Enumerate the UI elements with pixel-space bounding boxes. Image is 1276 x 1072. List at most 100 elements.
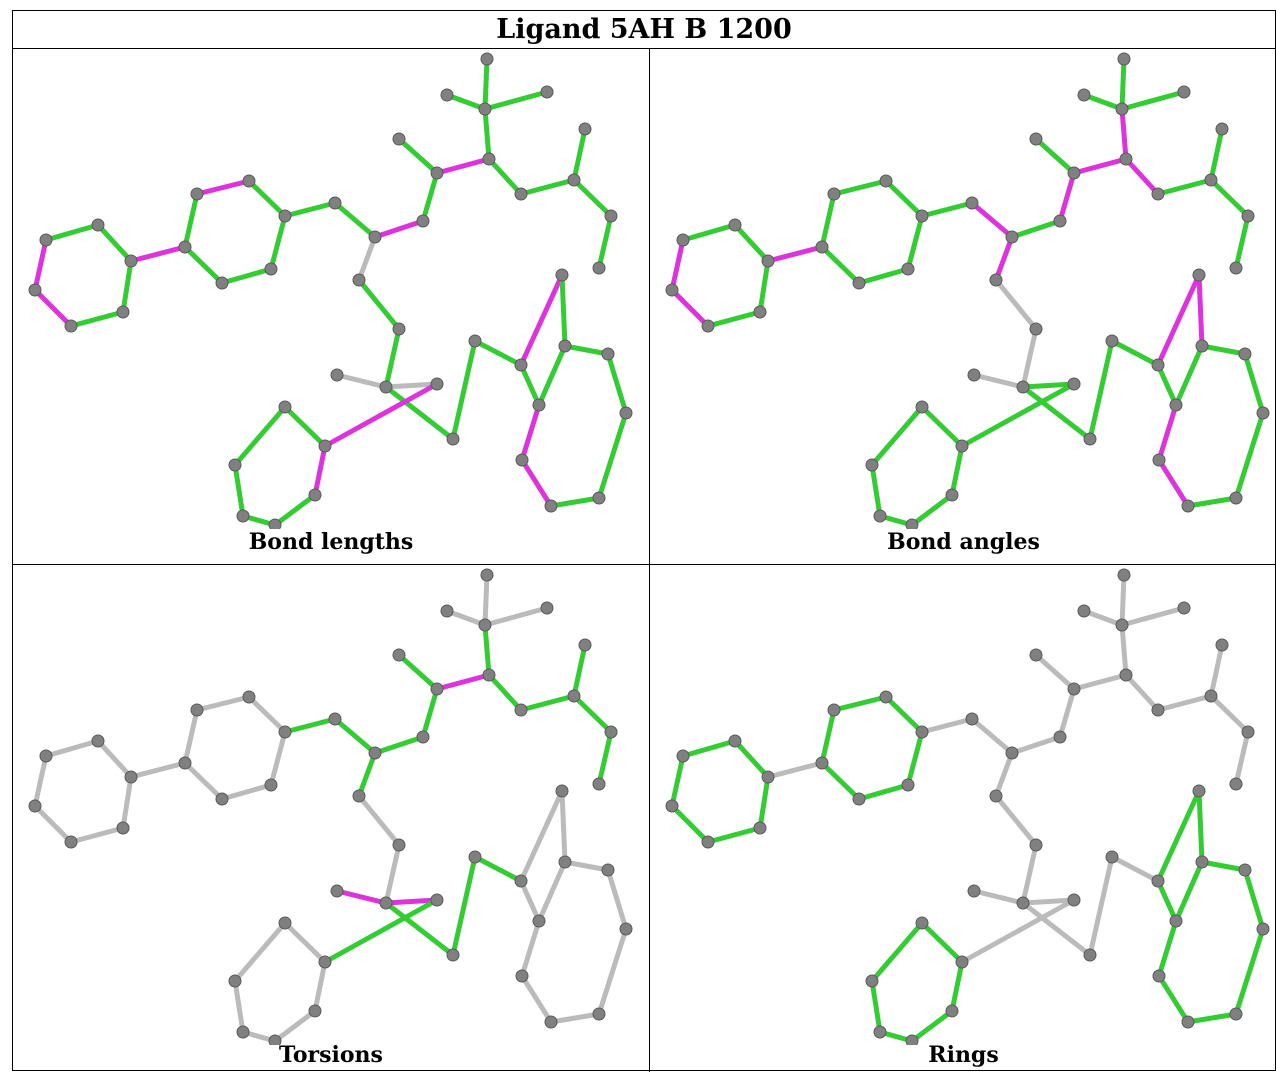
bond (482, 56, 490, 112)
atom (1115, 102, 1129, 116)
bond (909, 492, 955, 528)
atom (1151, 358, 1165, 372)
atom (827, 703, 841, 717)
atom (368, 230, 382, 244)
atom (330, 884, 344, 898)
bond (1208, 126, 1225, 183)
atom (1067, 893, 1081, 907)
bond (95, 222, 134, 264)
bond (246, 178, 288, 219)
atom (1195, 339, 1209, 353)
bond (757, 258, 771, 315)
atom (1117, 568, 1131, 582)
atom (328, 712, 342, 726)
caption-torsions: Torsions (279, 1042, 383, 1068)
atom (540, 601, 554, 615)
bond (1155, 177, 1214, 197)
bond (219, 266, 274, 286)
atom (352, 789, 366, 803)
bond (1081, 608, 1125, 628)
atom (39, 749, 53, 763)
atom (379, 380, 393, 394)
atom (865, 974, 879, 988)
bond (869, 462, 883, 519)
bond (128, 760, 188, 780)
bond (268, 729, 288, 788)
molecule-diagram-torsions (28, 568, 633, 1045)
bond (1156, 918, 1179, 979)
bond (518, 788, 565, 884)
atom (124, 770, 138, 784)
bond (1009, 218, 1063, 240)
bond (705, 825, 763, 845)
atom (416, 730, 430, 744)
atom (578, 638, 592, 652)
bond (334, 888, 389, 906)
bond (1208, 177, 1251, 219)
atom (1229, 777, 1243, 791)
atom (1169, 398, 1183, 412)
atom (901, 262, 915, 276)
atom (430, 682, 444, 696)
bond (95, 738, 134, 780)
atom (1083, 948, 1097, 962)
bond (1155, 272, 1202, 368)
atom (1238, 863, 1252, 877)
bond (182, 707, 200, 766)
atom (592, 261, 606, 275)
panel-divider-vertical (649, 49, 650, 1072)
atom (1177, 601, 1191, 615)
bond (1156, 973, 1191, 1025)
atom (915, 916, 929, 930)
bond (732, 222, 771, 264)
bond (396, 652, 440, 692)
atom (228, 458, 242, 472)
bond (1233, 926, 1266, 1017)
bond (519, 973, 554, 1025)
bond (993, 277, 1039, 332)
atom (967, 368, 981, 382)
bond (949, 959, 965, 1014)
atom (242, 690, 256, 704)
panel-torsions: Torsions (13, 565, 649, 1072)
bond (571, 642, 588, 699)
bond (383, 897, 440, 906)
bond (1242, 351, 1266, 416)
atom (330, 368, 344, 382)
bond (1156, 457, 1191, 509)
bond (959, 381, 1077, 449)
atom (761, 770, 775, 784)
atom (852, 276, 866, 290)
bond (356, 750, 378, 799)
bond (1057, 686, 1077, 740)
figure-title: Ligand 5AH B 1200 (13, 11, 1275, 49)
bond (831, 178, 889, 197)
bond (869, 404, 925, 468)
atom (555, 784, 569, 798)
atom (1117, 52, 1131, 66)
bond (383, 900, 456, 958)
atom (268, 1034, 282, 1045)
atom (665, 283, 679, 297)
bond (596, 213, 614, 271)
atom (619, 922, 633, 936)
bond (1173, 859, 1205, 924)
bond (969, 716, 1015, 756)
bond (1057, 170, 1077, 224)
bond (669, 287, 711, 329)
bond (518, 878, 542, 924)
atom (540, 85, 554, 99)
bond (32, 753, 49, 809)
atom (440, 604, 454, 618)
bond (332, 716, 378, 756)
atom (915, 209, 929, 223)
atom (268, 518, 282, 529)
bond (232, 404, 288, 468)
atom (1204, 689, 1218, 703)
bond (905, 213, 925, 272)
atom (915, 400, 929, 414)
bond (548, 1011, 602, 1025)
atom (242, 174, 256, 188)
bond (559, 788, 568, 865)
atom (1119, 152, 1133, 166)
